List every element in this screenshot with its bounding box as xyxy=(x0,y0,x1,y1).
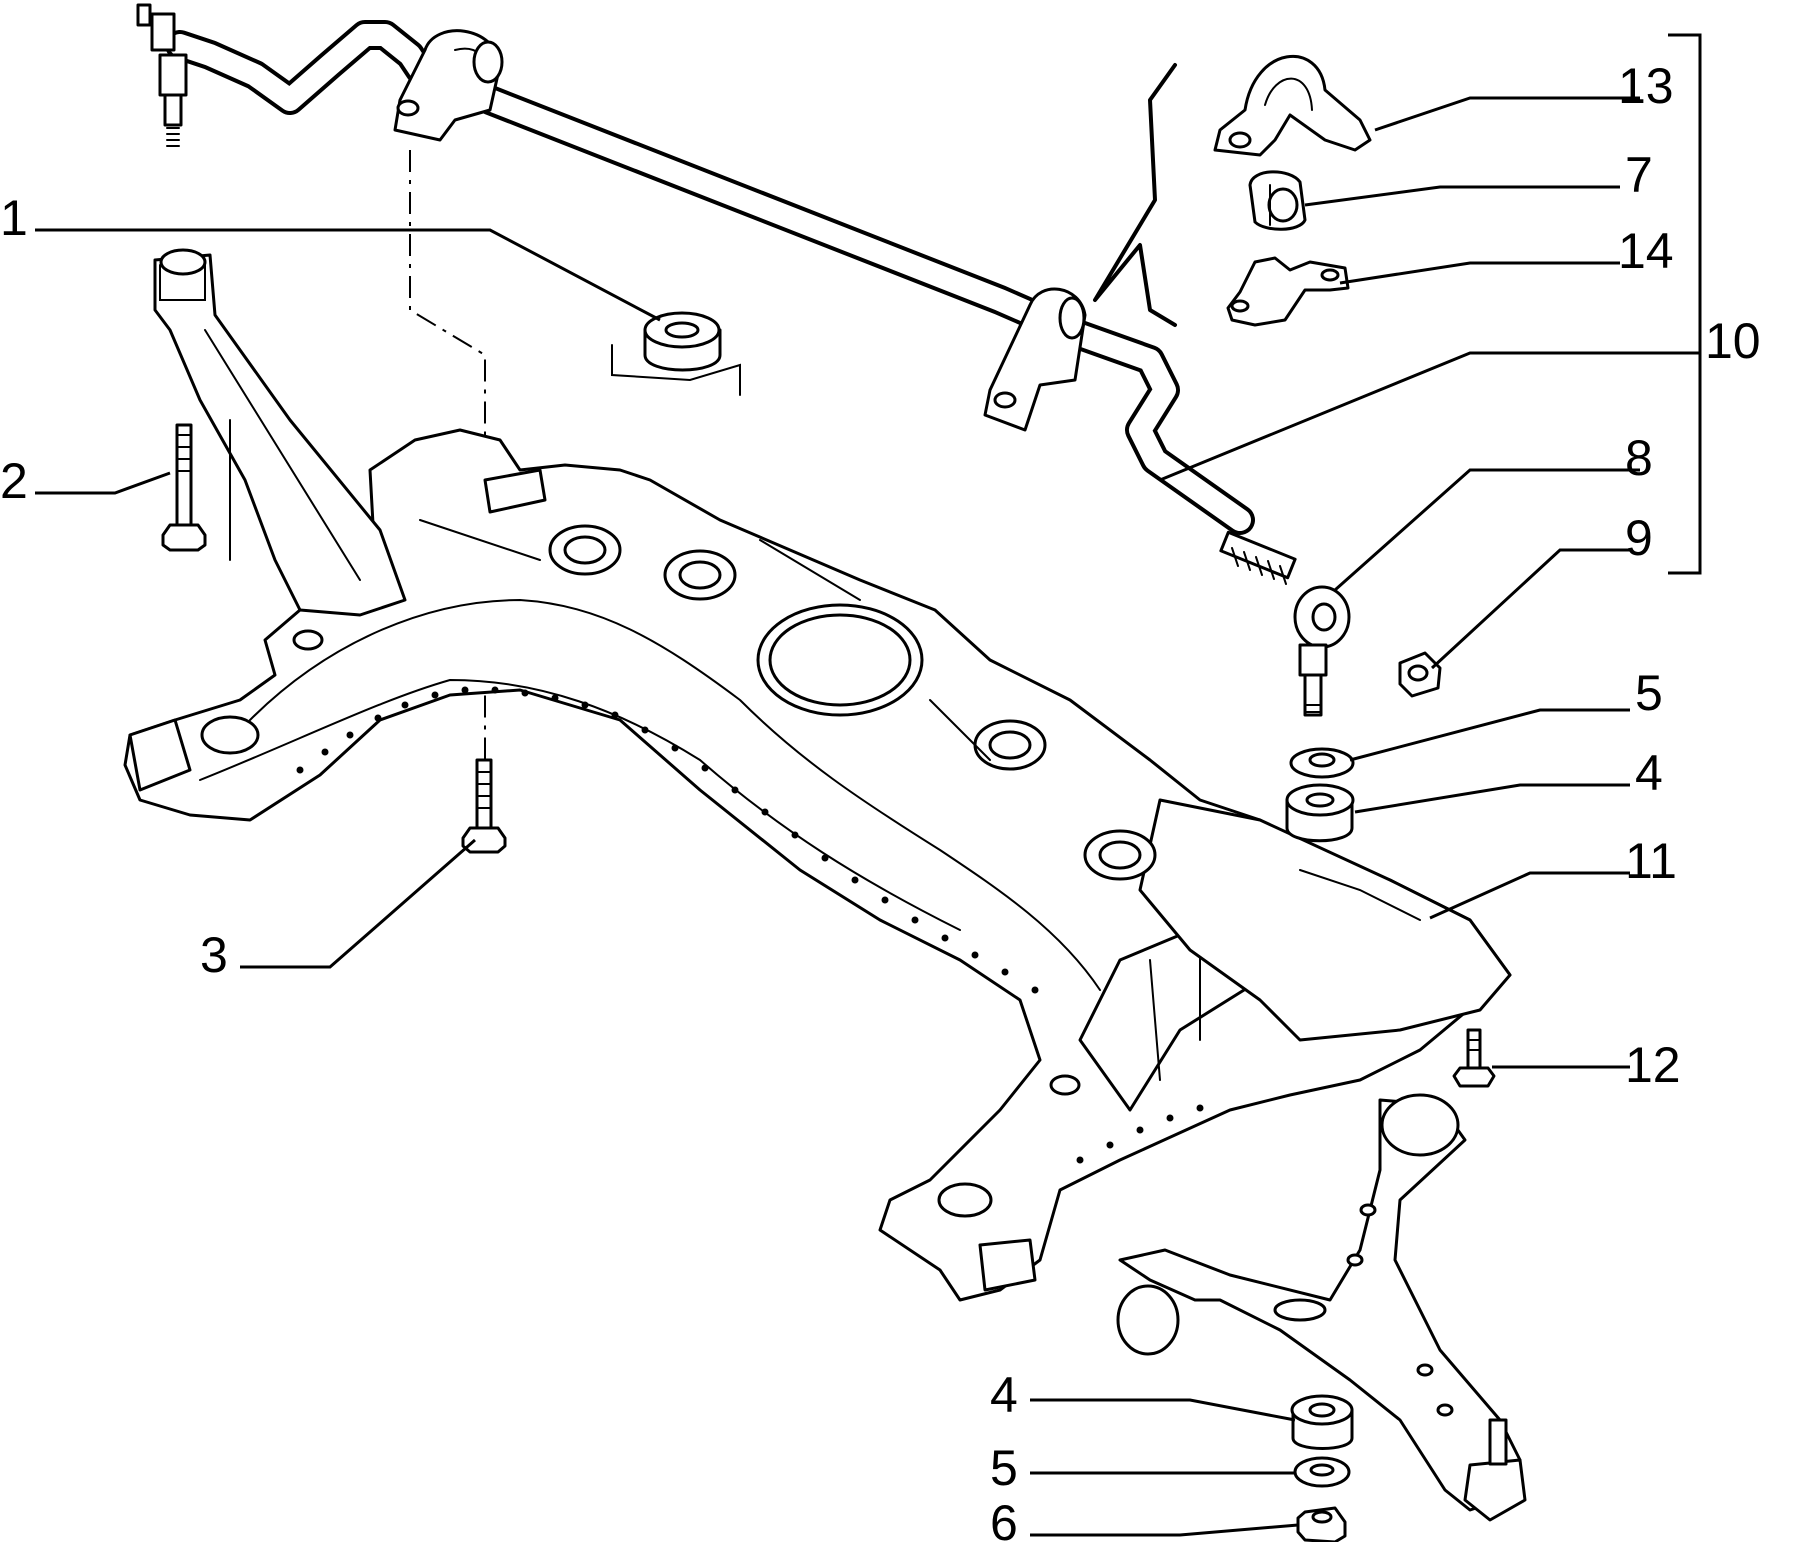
part-12-bolt xyxy=(1452,1028,1496,1088)
part-5-washer-upper xyxy=(1289,747,1355,779)
part-4-bush-upper xyxy=(1285,783,1355,843)
callout-11: 11 xyxy=(1625,833,1677,889)
callout-8: 8 xyxy=(1625,430,1653,486)
callout-6: 6 xyxy=(990,1495,1018,1542)
callout-4-lower: 4 xyxy=(990,1367,1018,1423)
part-9-nut xyxy=(1398,651,1442,698)
part-1-bush xyxy=(643,311,722,372)
callout-3: 3 xyxy=(200,927,228,983)
part-7-bush xyxy=(1248,170,1307,231)
part-6-nut xyxy=(1296,1506,1347,1542)
subframe-rivets xyxy=(296,686,1204,1164)
callout-7: 7 xyxy=(1625,147,1653,203)
callout-2: 2 xyxy=(0,453,28,509)
callout-14: 14 xyxy=(1618,223,1674,279)
callout-13: 13 xyxy=(1618,58,1674,114)
group-bracket xyxy=(1668,33,1702,575)
part-3-bolt xyxy=(461,758,507,854)
callout-4-upper: 4 xyxy=(1635,745,1663,801)
part-8-end-link xyxy=(1293,585,1351,717)
part-5-washer-lower xyxy=(1293,1456,1351,1488)
leader-lines xyxy=(35,96,1700,1537)
bar-clamp-left xyxy=(393,29,504,142)
callout-10: 10 xyxy=(1705,313,1761,369)
subframe xyxy=(123,248,1512,1302)
callout-5-lower: 5 xyxy=(990,1440,1018,1496)
callout-1: 1 xyxy=(0,190,28,246)
group-break-symbol xyxy=(1093,63,1177,327)
part-4-bush-lower xyxy=(1290,1394,1354,1450)
part-1-bracket-line xyxy=(611,344,741,396)
callout-9: 9 xyxy=(1625,510,1653,566)
callout-12: 12 xyxy=(1625,1037,1681,1093)
callout-5-upper: 5 xyxy=(1635,665,1663,721)
part-13-bracket xyxy=(1213,54,1372,157)
part-2-bolt xyxy=(161,423,207,552)
lower-suspension-arm xyxy=(1116,1093,1527,1522)
bar-clamp-right xyxy=(983,287,1087,432)
part-14-clip xyxy=(1226,256,1350,327)
